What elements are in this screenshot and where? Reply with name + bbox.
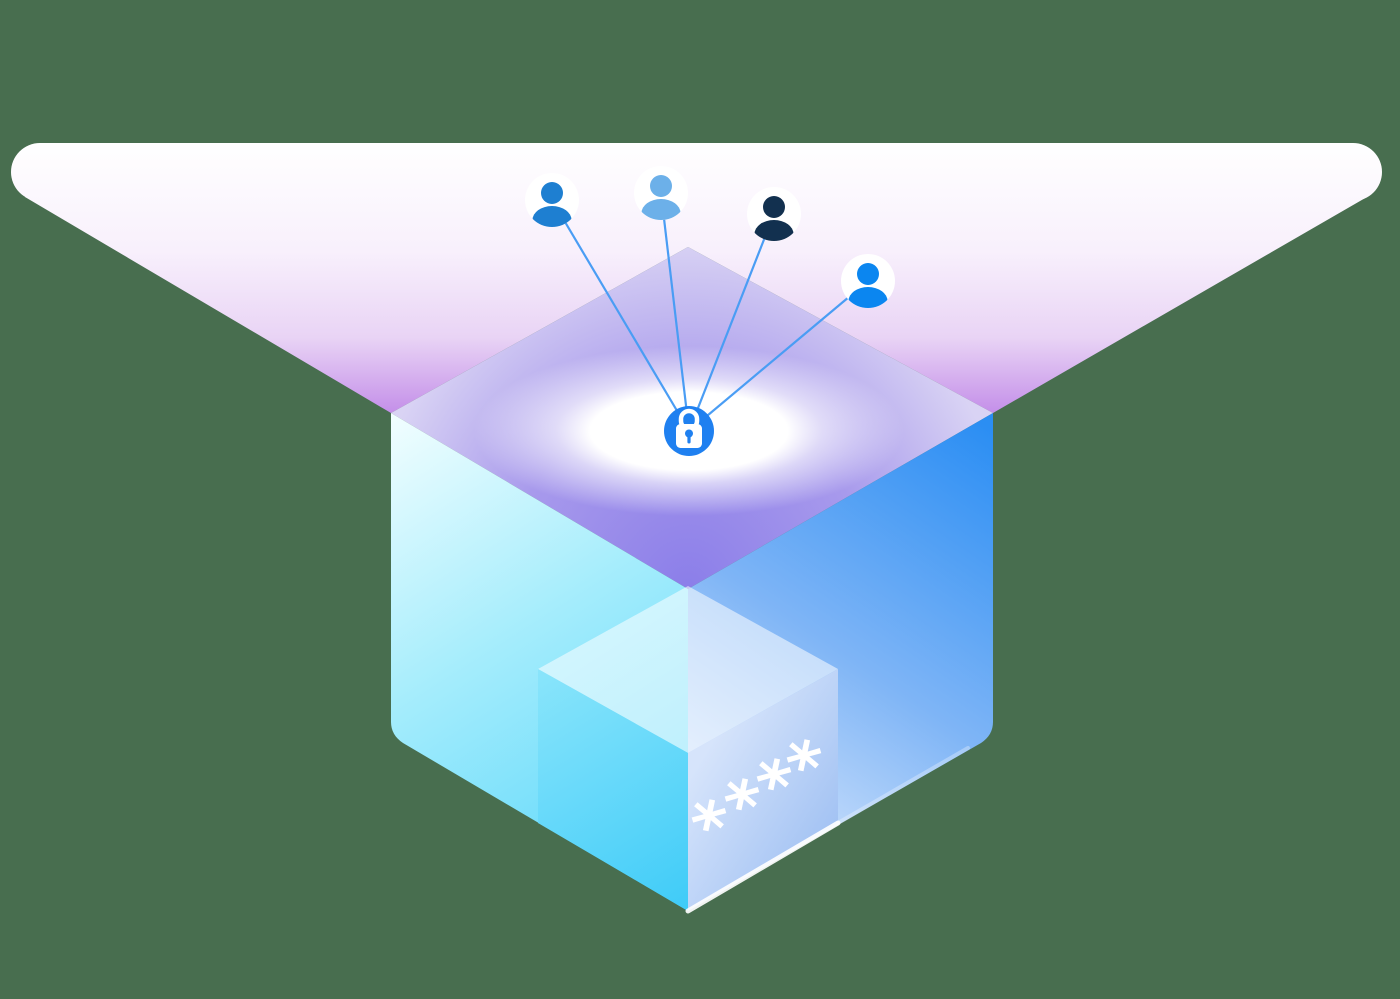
inner-cube-password-face — [688, 669, 838, 911]
user-avatar-4 — [841, 254, 895, 308]
inner-cube-top-face — [538, 586, 838, 753]
user-connections — [551, 192, 869, 432]
user-avatar-1 — [525, 173, 579, 227]
avatar-body — [532, 206, 572, 227]
bottom-edge-highlight — [685, 820, 841, 914]
avatar-body — [754, 220, 794, 241]
connection-line — [688, 280, 869, 432]
avatar-silhouette — [848, 263, 888, 308]
funnel-beam-body — [25, 143, 1367, 413]
avatar-silhouette — [532, 182, 572, 227]
keyhole-stem — [687, 435, 691, 444]
avatar-head — [650, 175, 672, 197]
keyhole-icon — [685, 429, 693, 438]
avatar-silhouette — [641, 175, 681, 220]
bottom-edge-highlight-fade — [836, 746, 970, 825]
funnel-beam — [11, 143, 1382, 413]
avatar-body — [848, 287, 888, 308]
funnel-left-rounded-tip — [11, 143, 69, 201]
user-avatar-3 — [747, 187, 801, 241]
user-avatar-2 — [634, 166, 688, 220]
funnel-right-rounded-tip — [1324, 143, 1382, 201]
avatar-silhouette — [754, 196, 794, 241]
connection-line — [687, 213, 776, 432]
lock-icon — [664, 406, 714, 456]
connection-line — [659, 192, 691, 432]
connection-line — [551, 199, 690, 432]
inner-cube-left-face — [538, 669, 688, 911]
inner-cube: * * * * — [538, 586, 970, 914]
avatar-head — [857, 263, 879, 285]
avatar-head — [541, 182, 563, 204]
avatar-head — [763, 196, 785, 218]
avatar-body — [641, 199, 681, 220]
